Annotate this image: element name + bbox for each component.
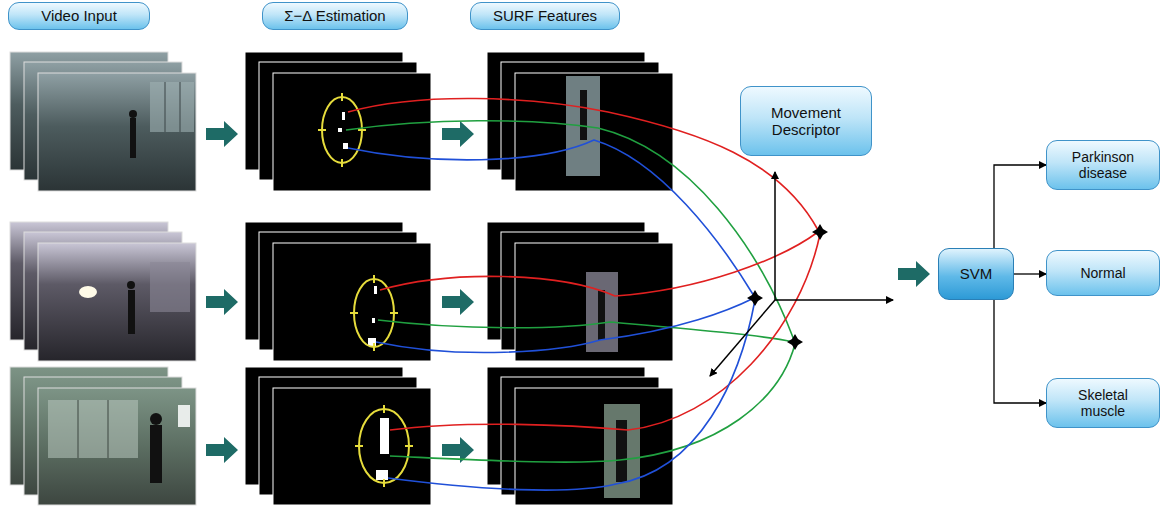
axis [710, 300, 775, 376]
window [150, 82, 194, 132]
window [150, 262, 190, 312]
stage-header: Video Input [8, 2, 150, 30]
flow-arrow [206, 121, 238, 147]
flow-arrow [206, 437, 238, 463]
tracking-ellipse [322, 97, 362, 163]
classifier-box: SVM [938, 248, 1014, 300]
connector [994, 300, 1046, 403]
stage-header: SURF Features [470, 2, 620, 30]
foreground-masks [245, 52, 431, 505]
descriptor-points [747, 224, 828, 350]
class-box: Skeletal muscle [1046, 378, 1160, 428]
person [128, 290, 135, 334]
person [598, 290, 605, 340]
person-crop [604, 404, 640, 498]
person [130, 118, 136, 158]
flow-arrow [442, 289, 474, 315]
feature-curve [380, 232, 818, 296]
ellipse-ticks [318, 93, 366, 167]
video-frames [10, 52, 196, 505]
node-label: SURF Features [493, 7, 597, 24]
person [127, 281, 135, 289]
feature-curve [390, 234, 820, 430]
connector [1014, 273, 1046, 274]
feature-curve [390, 344, 795, 462]
node-label: Σ−Δ Estimation [284, 7, 385, 24]
window-bar [108, 400, 109, 458]
blob [372, 318, 375, 323]
video-frame [38, 243, 196, 361]
surf-frame [515, 243, 673, 361]
node-label: Skeletal muscle [1055, 387, 1151, 419]
person [150, 413, 162, 425]
node-label: SVM [960, 265, 993, 282]
wall-sign [178, 405, 190, 427]
window-bar [180, 82, 181, 132]
flow-arrow [442, 121, 474, 147]
person [150, 425, 162, 483]
tracking-ellipse [359, 409, 409, 483]
feature-curves [346, 98, 820, 490]
mask-frame [273, 388, 431, 505]
blob [343, 143, 348, 149]
window-bar [165, 82, 166, 132]
blob [374, 286, 377, 294]
ellipse-ticks [355, 405, 413, 487]
feature-curve [348, 140, 754, 296]
blob [376, 470, 388, 480]
axis [774, 172, 776, 300]
blob [342, 112, 345, 120]
person [580, 90, 587, 140]
node-label: Movement Descriptor [749, 104, 863, 139]
node-label: Video Input [41, 7, 117, 24]
descriptor-point [787, 334, 803, 350]
person [129, 110, 137, 118]
mask-frame [273, 243, 431, 361]
window [48, 400, 138, 458]
light [79, 286, 97, 298]
surf-frames [487, 52, 673, 505]
mask-frame [273, 73, 431, 191]
feature-curve [378, 320, 794, 342]
stage-header: Σ−Δ Estimation [262, 2, 408, 30]
class-box: Normal [1046, 250, 1160, 296]
tracking-ellipse [354, 279, 394, 347]
node-label: Normal [1080, 265, 1125, 281]
blob [338, 128, 342, 132]
blob [380, 418, 389, 454]
axis [775, 299, 893, 301]
video-frame [38, 388, 196, 505]
node-label: Parkinson disease [1055, 149, 1151, 181]
descriptor-box: Movement Descriptor [740, 86, 872, 156]
feature-curve [346, 121, 794, 340]
feature-curve [388, 300, 755, 490]
video-frame [38, 73, 196, 191]
flow-arrow [206, 289, 238, 315]
descriptor-axes [710, 172, 893, 376]
descriptor-point [812, 224, 828, 240]
connector [994, 165, 1046, 248]
descriptor-point [747, 290, 763, 306]
feature-curve [376, 298, 754, 353]
class-box: Parkinson disease [1046, 140, 1160, 190]
window-bar [78, 400, 79, 458]
surf-frame [515, 73, 673, 191]
flow-arrow [898, 261, 930, 287]
